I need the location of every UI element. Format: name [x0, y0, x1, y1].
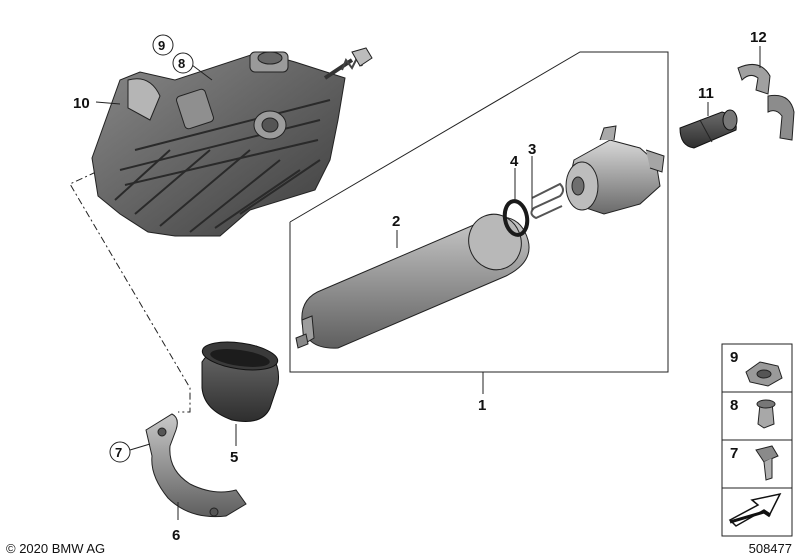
filter-head-part-1	[565, 125, 665, 215]
diagram-number: 508477	[748, 541, 792, 556]
callout-3: 3	[528, 141, 536, 158]
o-ring-part-4	[502, 199, 530, 237]
callout-5: 5	[230, 449, 238, 466]
callout-4: 4	[510, 153, 519, 170]
callout-8: 8	[178, 56, 185, 71]
sleeve-part-11	[679, 109, 738, 149]
bracket-housing-part-10	[91, 47, 373, 237]
legend-label-9: 9	[730, 349, 738, 366]
rubber-ring-part-5	[201, 341, 280, 422]
assembly-frame	[289, 51, 669, 373]
callout-9: 9	[158, 38, 165, 53]
legend-label-7: 7	[730, 445, 738, 462]
callout-10: 10	[73, 95, 90, 112]
callout-11: 11	[698, 85, 714, 102]
callout-6: 6	[172, 527, 180, 544]
clamp-part-12	[737, 63, 795, 141]
spring-clip-part-3	[530, 182, 564, 220]
legend-label-8: 8	[730, 397, 738, 414]
dash-dot-connection-line	[69, 171, 191, 413]
callout-9-circle	[152, 34, 174, 56]
callout-2: 2	[392, 213, 400, 230]
callout-7-circle	[109, 441, 131, 463]
legend-box-7	[721, 439, 793, 489]
callout-12: 12	[750, 29, 767, 46]
callout-7: 7	[115, 445, 122, 460]
copyright-text: © 2020 BMW AG	[6, 541, 106, 556]
callout-8-circle	[172, 52, 194, 74]
leader-lines	[95, 46, 761, 520]
callout-1: 1	[478, 397, 486, 414]
holder-part-6	[145, 413, 247, 518]
fuel-filter-part-2	[295, 213, 530, 349]
small-parts-legend: 9 8 7	[721, 343, 793, 537]
